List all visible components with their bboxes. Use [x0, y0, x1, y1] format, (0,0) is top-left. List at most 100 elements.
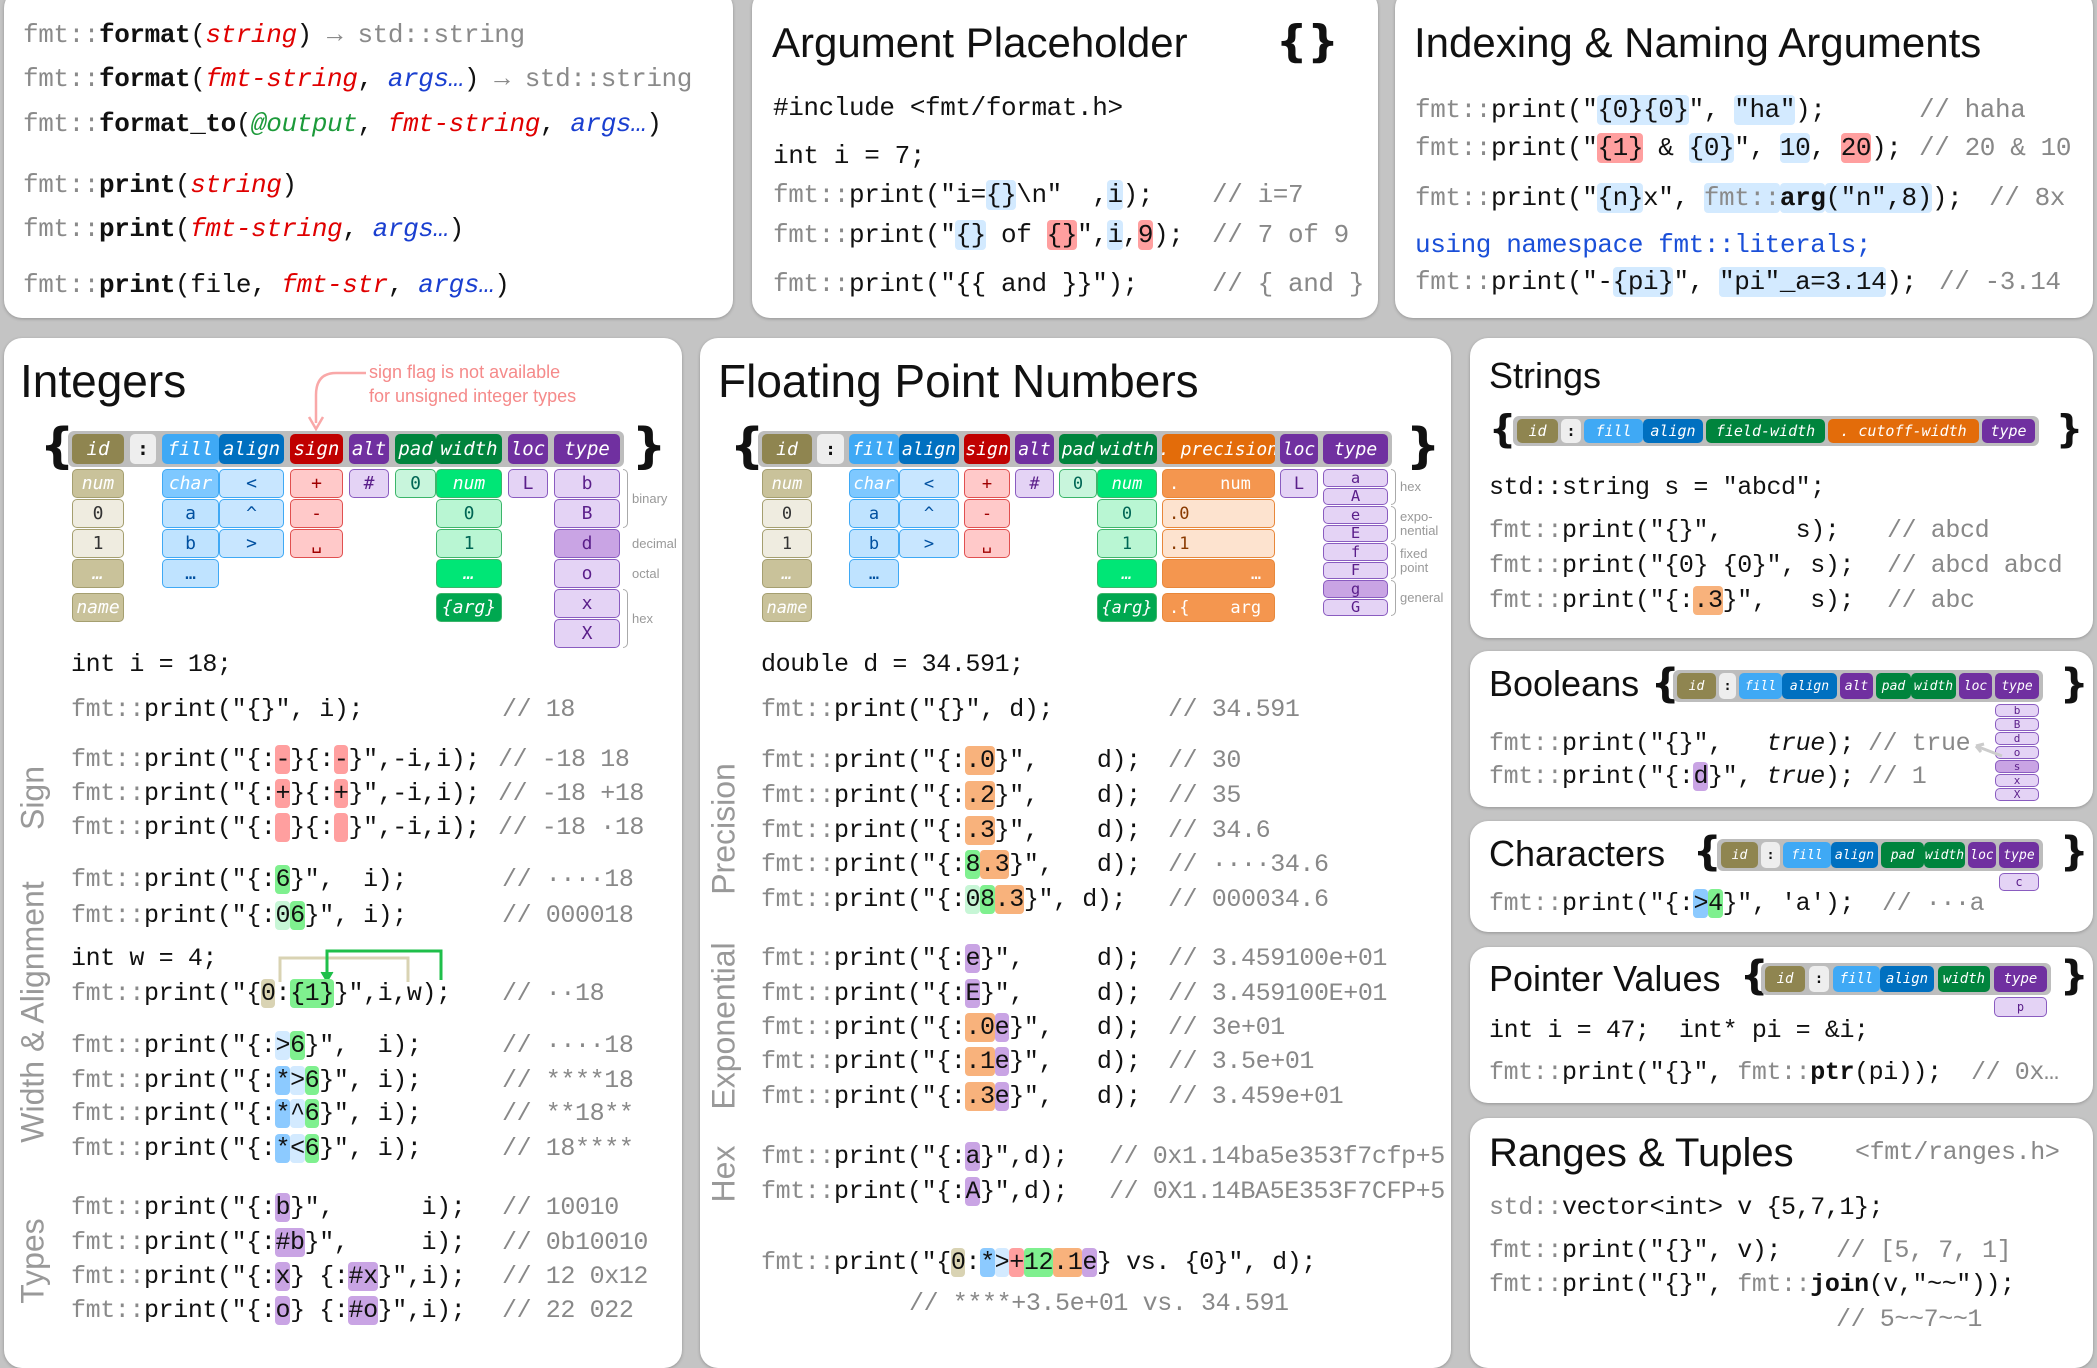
spec-option-id: 0: [72, 499, 124, 528]
code-token: 20: [1840, 133, 1872, 163]
code-token: fmt::: [71, 779, 145, 808]
code-line: fmt::print("{}", v);// [5, 7, 1]: [0, 1235, 2097, 1267]
code: fmt::print("{:8.3}", d);: [761, 849, 1141, 881]
comment: // ****+3.5e+01 vs. 34.591: [909, 1289, 1289, 1318]
code-token: 8: [965, 850, 981, 879]
type-note: general: [1400, 590, 1444, 605]
code-token: fmt::: [71, 695, 145, 724]
code: int i = 47; int* pi = &i;: [1489, 1015, 1869, 1047]
spec-option-align: <: [219, 469, 284, 498]
code-token: 4: [1708, 889, 1723, 918]
code-line: using namespace fmt::literals;: [0, 229, 2097, 261]
spec-option-type: d: [554, 529, 620, 558]
code-token: #include <fmt/format.h>: [773, 93, 1123, 123]
code: int i = 18;: [71, 649, 232, 681]
code-token: fmt::: [1489, 551, 1563, 580]
code-token: print("{}", s);: [1562, 516, 1840, 545]
code-token: }",d);: [980, 1142, 1068, 1171]
code-token: print("{:: [144, 1228, 276, 1257]
comment: // -18 +18: [498, 779, 645, 808]
comment: // 35: [1168, 781, 1242, 810]
code: fmt::print("{:*<6}", i);: [71, 1133, 422, 1165]
comment: // ****18: [502, 1066, 634, 1095]
spec-chip-id: id: [1765, 966, 1805, 992]
spec-chip-width: width: [1911, 673, 1956, 699]
spec-chip-id: id: [1721, 842, 1758, 868]
comment: // 7 of 9: [1212, 220, 1349, 250]
code-line: fmt::format_to(@output, fmt-string, args…: [0, 108, 2097, 140]
code-token: fmt::: [71, 1228, 145, 1257]
code-token: } {:: [290, 1296, 349, 1325]
code-token: print("i=: [849, 180, 986, 210]
code-token: {1}: [1597, 133, 1644, 163]
code-line: fmt::print("{1} & {0}", 10, 20);// 20 & …: [0, 132, 2097, 164]
spec-chip-type: type: [1323, 434, 1388, 464]
type-note: binary: [632, 490, 668, 506]
spec-chip-id: id: [72, 434, 124, 464]
comment: // 0x…: [1971, 1058, 2059, 1087]
comment: // abc: [1887, 586, 1975, 615]
code-line: fmt::format(string) → std::string: [0, 19, 2097, 51]
code-token: fmt::: [23, 64, 100, 94]
code-token: fmt::: [71, 979, 145, 1008]
code-token: fmt::: [71, 1134, 145, 1163]
spec-option-sign: ␣: [290, 529, 343, 558]
code: fmt::print("{0:*>+12.1e} vs. {0}", d);: [761, 1247, 1316, 1279]
code: fmt::print("{0} {0}", s);: [1489, 550, 1854, 582]
code-token: fmt::: [71, 865, 145, 894]
code-token: print("{:: [834, 1047, 966, 1076]
code: fmt::print("{:.0}", d);: [761, 745, 1141, 777]
code-token: e: [965, 944, 981, 973]
comment: // [5, 7, 1]: [1836, 1236, 2012, 1265]
code: fmt::print("{}", fmt::join(v,"~~"));: [1489, 1269, 2015, 1301]
code-token: join: [1810, 1270, 1869, 1299]
spec-option-width: num: [436, 469, 502, 498]
spec-option-sign: +: [290, 469, 343, 498]
code-token: >: [1693, 889, 1709, 918]
code-line: fmt::print("i={}\n" ,i);// i=7: [0, 179, 2097, 211]
code-token: print("{:: [144, 745, 276, 774]
code-token: format_to: [99, 109, 236, 139]
spec-option-type: X: [1995, 788, 2039, 801]
code-token: print("{:: [144, 779, 276, 808]
code: fmt::print("{:d}", true);: [1489, 761, 1855, 793]
code-token: {}: [985, 180, 1017, 210]
code-token: fmt::: [1415, 267, 1492, 297]
code-token: fmt::: [1489, 889, 1563, 918]
code-token: print("{}",: [1562, 1058, 1738, 1087]
comment: // 30: [1168, 746, 1242, 775]
code-token: );: [1795, 95, 1826, 125]
spec-option-type: G: [1323, 598, 1388, 616]
code-token: fmt::: [71, 1066, 145, 1095]
code-token: double d = 34.591;: [761, 650, 1024, 679]
code-line: std::vector<int> v {5,7,1};: [0, 1192, 2097, 1224]
comment: // abcd abcd: [1887, 551, 2063, 580]
spec-option-type: c: [1999, 873, 2039, 891]
code: double d = 34.591;: [761, 649, 1024, 681]
spec-option-type: e: [1323, 506, 1388, 524]
code-token: >: [275, 1031, 291, 1060]
code-line: fmt::print("{:.2}", d);// 35: [0, 780, 2097, 812]
code-token: print("-: [1491, 267, 1613, 297]
spec-chip-colon: :: [817, 434, 844, 464]
code-token: ,: [357, 64, 388, 94]
code: fmt::print("{:o} {:#o}",i);: [71, 1295, 466, 1327]
code-token: );: [1824, 762, 1855, 791]
panel-title: Indexing & Naming Arguments: [1414, 19, 1982, 66]
spec-option-type: x: [1995, 774, 2039, 787]
spec-option-fill: …: [162, 559, 219, 588]
comment: // 000034.6: [1168, 885, 1329, 914]
type-note: hex: [632, 610, 653, 626]
code-token: (: [175, 170, 191, 200]
comment: // 8x: [1989, 183, 2066, 213]
code-token: }",-i,i);: [348, 813, 480, 842]
code-token: fmt::: [761, 850, 835, 879]
spec-option-loc: L: [508, 469, 548, 498]
code-line: fmt::print("{:>4}", 'a');// ···a: [0, 888, 2097, 920]
code-token: }", d);: [1023, 885, 1127, 914]
code-token: [333, 813, 349, 842]
code-token: }", i);: [319, 1099, 422, 1128]
code-token: ,: [342, 214, 373, 244]
spec-option-id: 1: [762, 529, 812, 558]
comment: // 0b10010: [502, 1228, 649, 1257]
